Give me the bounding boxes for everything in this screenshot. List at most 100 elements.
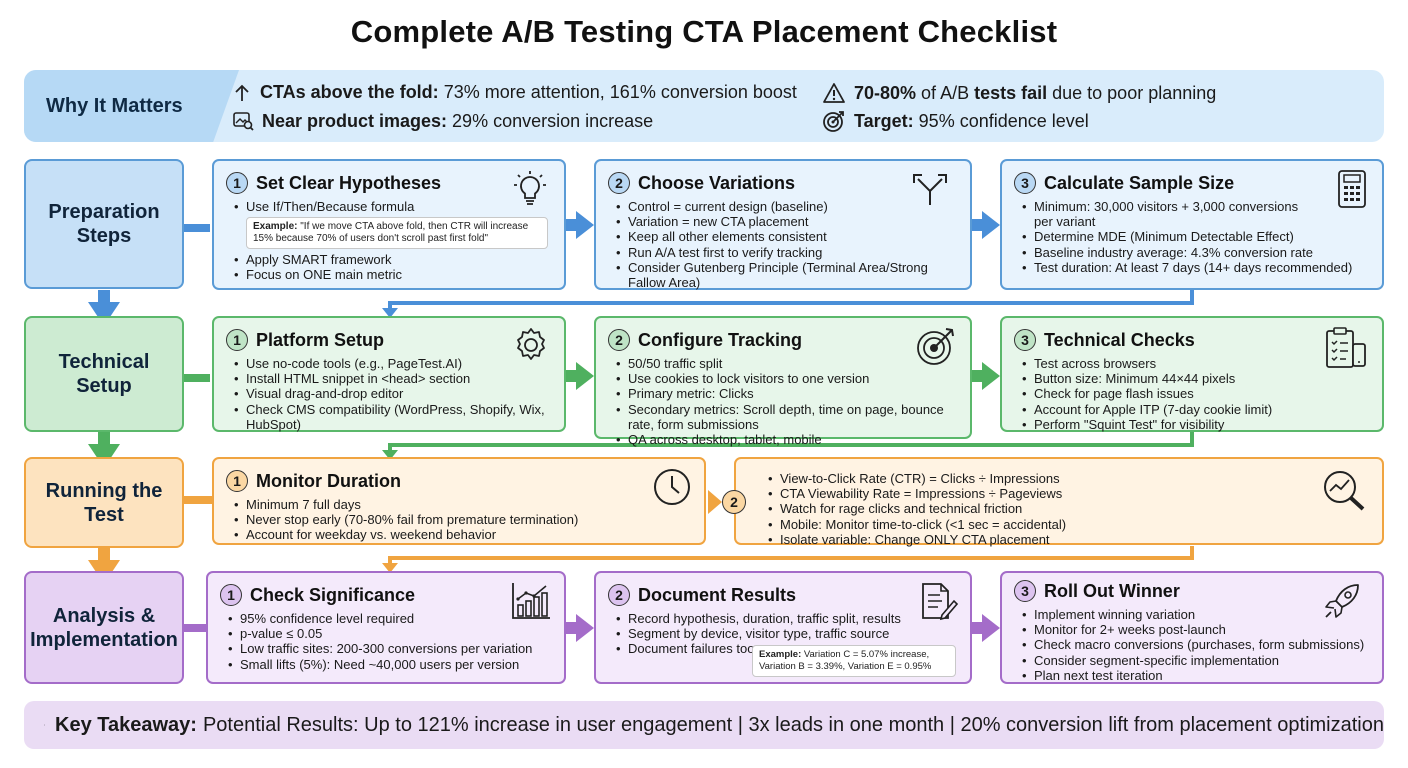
why-item-target: Target:95% confidence level — [822, 110, 1089, 132]
list-item: Monitor for 2+ weeks post-launch — [1014, 622, 1370, 637]
step-number: 1 — [226, 172, 248, 194]
list-item: 50/50 traffic split — [608, 356, 952, 371]
list-item: Keep all other elements consistent — [608, 229, 954, 244]
list-item: Button size: Minimum 44×44 pixels — [1014, 371, 1370, 386]
clock-icon — [654, 469, 690, 505]
wrap-connector-run-analysis — [388, 546, 1194, 566]
phase-technical-setup: Technical Setup — [24, 316, 184, 432]
list-item: Isolate variable: Change ONLY CTA placem… — [760, 532, 1370, 547]
star-icon — [44, 724, 45, 726]
list-item: Consider Gutenberg Principle (Terminal A… — [608, 260, 954, 290]
list-item: Low traffic sites: 200-300 conversions p… — [220, 641, 552, 656]
list-item: Focus on ONE main metric — [226, 267, 552, 282]
card-arrow-run-1-2 — [708, 490, 722, 514]
list-item: Account for weekday vs. weekend behavior — [226, 527, 692, 542]
step-number: 2 — [608, 172, 630, 194]
list-item: Secondary metrics: Scroll depth, time on… — [608, 402, 952, 432]
key-takeaway-label: Key Takeaway: — [55, 713, 197, 736]
card-title: Technical Checks — [1044, 329, 1195, 350]
step-number: 1 — [226, 470, 248, 492]
list-item: Watch for rage clicks and technical fric… — [760, 501, 1370, 516]
list-item: Test duration: At least 7 days (14+ days… — [1014, 260, 1370, 275]
list-item: CTA Viewability Rate = Impressions ÷ Pag… — [760, 486, 1370, 501]
step-number-run-2: 2 — [722, 490, 746, 514]
list-item: Record hypothesis, duration, traffic spl… — [608, 611, 958, 626]
step-number: 3 — [1014, 329, 1036, 351]
list-item: Document failures too — [608, 641, 958, 656]
document-pen-icon — [922, 583, 958, 621]
card-title: Configure Tracking — [638, 329, 803, 350]
fork-arrow-icon — [913, 174, 947, 205]
list-item: View-to-Click Rate (CTR) = Clicks ÷ Impr… — [760, 471, 1370, 486]
list-item: Check macro conversions (purchases, form… — [1014, 637, 1370, 652]
phase-preparation: Preparation Steps — [24, 159, 184, 289]
example-box: Example: "If we move CTA above fold, the… — [246, 217, 548, 250]
list-item: Variation = new CTA placement — [608, 214, 954, 229]
list-item: Check CMS compatibility (WordPress, Shop… — [226, 402, 546, 432]
card-arrow-analysis-2-3 — [972, 614, 1000, 642]
card-arrow-analysis-1-2 — [566, 614, 594, 642]
step-number: 1 — [220, 584, 242, 606]
card-choose-variations: 2 Choose Variations Control = current des… — [594, 159, 972, 290]
list-item: Check for page flash issues — [1014, 386, 1370, 401]
step-number: 1 — [226, 329, 248, 351]
card-title: Set Clear Hypotheses — [256, 172, 442, 193]
list-item: Baseline industry average: 4.3% conversi… — [1014, 245, 1370, 260]
list-item: Control = current design (baseline) — [608, 199, 954, 214]
warning-icon — [823, 83, 845, 103]
key-takeaway-banner: Key Takeaway: Potential Results: Up to 1… — [24, 701, 1384, 749]
list-item: Minimum 7 full days — [226, 497, 692, 512]
arrow-up-icon — [235, 84, 249, 101]
bar-chart-icon — [512, 583, 550, 619]
phase-running-test: Running the Test — [24, 457, 184, 548]
step-number: 2 — [608, 329, 630, 351]
wrap-connector-prep-tech — [388, 290, 1194, 311]
card-arrow-prep-2-3 — [972, 211, 1000, 239]
list-item: Perform "Squint Test" for visibility — [1014, 417, 1370, 432]
bullseye-icon — [917, 328, 954, 365]
card-title: Choose Variations — [638, 172, 796, 193]
list-item: Apply SMART framework — [226, 252, 552, 267]
list-item: Use cookies to lock visitors to one vers… — [608, 371, 952, 386]
card-title: Roll Out Winner — [1044, 580, 1180, 601]
target-icon — [823, 111, 844, 132]
list-item: Account for Apple ITP (7-day cookie limi… — [1014, 402, 1370, 417]
card-title: Platform Setup — [256, 329, 385, 350]
list-item: 95% confidence level required — [220, 611, 552, 626]
list-item: Consider segment-specific implementation — [1014, 653, 1370, 668]
list-item: p-value ≤ 0.05 — [220, 626, 552, 641]
lightbulb-icon — [514, 171, 546, 205]
phase-arrow-prep-tech — [88, 290, 120, 326]
list-item: Plan next test iteration — [1014, 668, 1370, 683]
clipboard-mobile-icon — [1326, 327, 1366, 368]
why-it-matters-banner: Why It Matters CTAs above the fold:73% m… — [24, 70, 1384, 142]
card-check-significance: 1 Check Significance 95% confidence level… — [206, 571, 566, 684]
image-search-icon — [233, 112, 254, 131]
list-item: Determine MDE (Minimum Detectable Effect… — [1014, 229, 1370, 244]
page-title: Complete A/B Testing CTA Placement Check… — [350, 14, 1058, 49]
card-title: Monitor Duration — [256, 470, 401, 491]
rocket-icon — [1325, 584, 1359, 618]
step-number: 3 — [1014, 172, 1036, 194]
list-item: Small lifts (5%): Need ~40,000 users per… — [220, 657, 552, 672]
card-title: Check Significance — [250, 584, 416, 605]
list-item: Primary metric: Clicks — [608, 386, 952, 401]
example-box: Example: Variation C = 5.07% increase, V… — [752, 645, 956, 677]
card-title: Calculate Sample Size — [1044, 172, 1235, 193]
list-item: Test across browsers — [1014, 356, 1370, 371]
list-item: Run A/A test first to verify tracking — [608, 245, 954, 260]
card-arrow-prep-1-2 — [566, 211, 594, 239]
phase-analysis: Analysis & Implementation — [24, 571, 184, 684]
key-takeaway-text: Potential Results: Up to 121% increase i… — [202, 713, 1384, 736]
phase-arrow-tech-run — [88, 432, 120, 468]
magnifier-chart-icon — [1324, 471, 1365, 511]
